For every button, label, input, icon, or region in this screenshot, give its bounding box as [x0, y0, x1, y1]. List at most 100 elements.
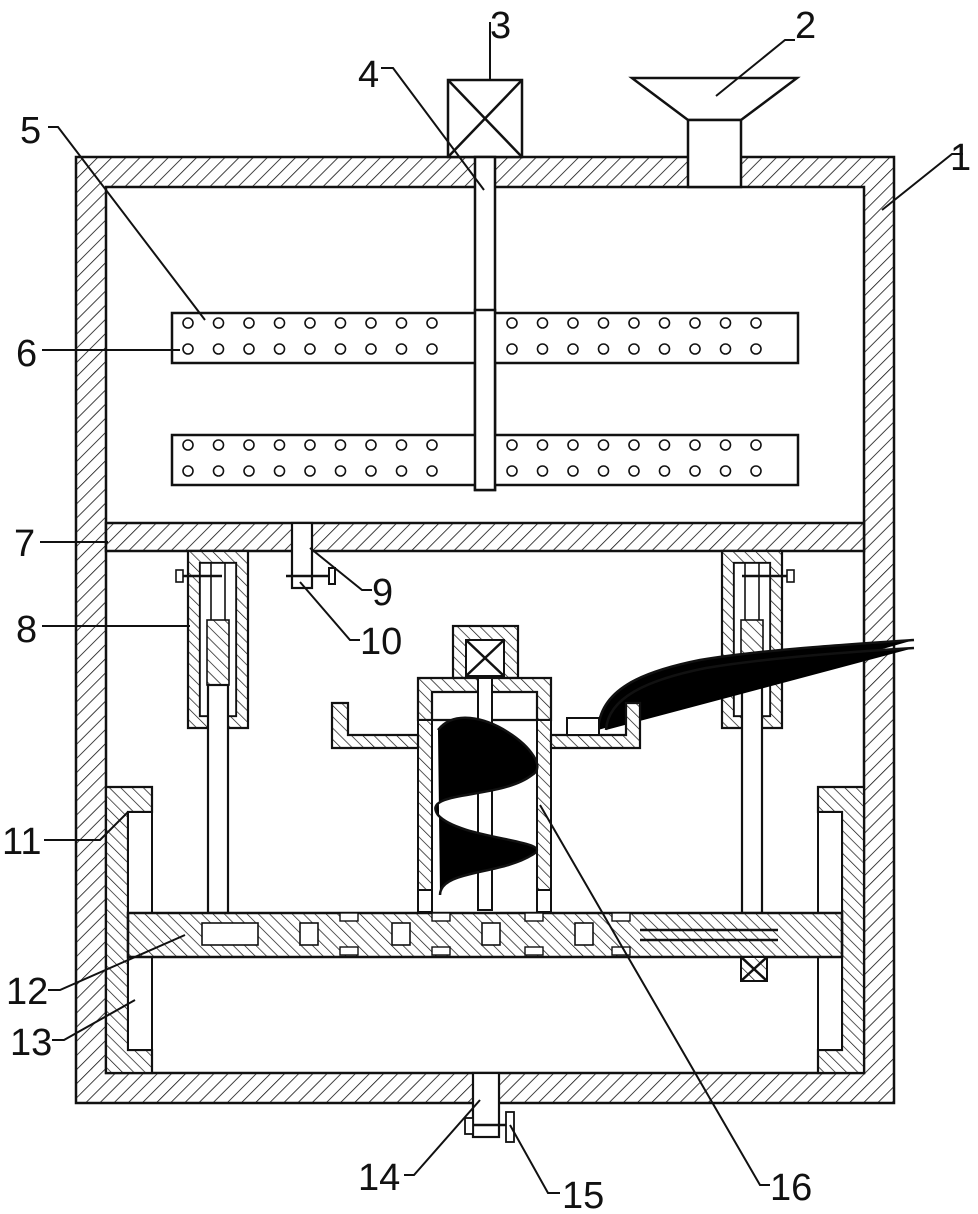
plate-hole	[182, 465, 194, 477]
right-cylinder	[720, 549, 795, 915]
plate-hole	[243, 343, 255, 355]
plate-hole	[628, 465, 640, 477]
callout-10: 10	[360, 621, 402, 663]
plate-hole	[395, 465, 408, 477]
plate-hole	[567, 343, 579, 355]
callout-9: 9	[372, 572, 393, 614]
callout-5: 5	[20, 110, 41, 152]
callout-6: 6	[16, 333, 37, 375]
plate-hole	[506, 465, 518, 477]
sieve-opening-bottom	[431, 946, 451, 956]
plate-hole	[273, 317, 286, 329]
callout-8: 8	[16, 609, 37, 651]
plate-hole	[212, 465, 225, 477]
callout-1: 1	[950, 137, 971, 179]
plate-hole	[426, 439, 438, 451]
plate-hole	[395, 439, 408, 451]
plate-hole	[567, 439, 579, 451]
plate-hole	[567, 465, 579, 477]
callout-3: 3	[490, 5, 511, 47]
screw-conveyor	[330, 624, 642, 913]
left-cylinder	[175, 549, 250, 915]
plate-hole	[365, 439, 377, 451]
plate-hole	[273, 439, 286, 451]
plate-hole	[304, 317, 316, 329]
plate-hole	[719, 343, 732, 355]
plate-hole	[182, 317, 194, 329]
plate-hole	[243, 317, 255, 329]
plate-hole	[597, 439, 610, 451]
callout-2: 2	[795, 5, 816, 47]
callout-16: 16	[770, 1167, 812, 1209]
plate-hole	[334, 343, 347, 355]
plate-hole	[365, 343, 377, 355]
sieve-slot	[201, 922, 259, 946]
plate-hole	[304, 343, 316, 355]
plate-hole	[426, 343, 438, 355]
sieve-slot	[391, 922, 411, 946]
plate-hole	[273, 343, 286, 355]
plate-hole	[426, 317, 438, 329]
top-motor	[446, 78, 524, 159]
partition-outlet	[286, 521, 336, 590]
plate-hole	[212, 343, 225, 355]
sieve-opening-top	[431, 912, 451, 922]
plate-hole	[658, 465, 671, 477]
plate-hole	[506, 439, 518, 451]
plate-hole	[536, 317, 549, 329]
plate-hole	[750, 439, 762, 451]
plate-hole	[628, 317, 640, 329]
callout-14: 14	[358, 1157, 400, 1199]
plate-hole	[689, 439, 701, 451]
plate-hole	[212, 439, 225, 451]
plate-hole	[689, 317, 701, 329]
plate-holes	[182, 317, 762, 477]
plate-hole	[334, 317, 347, 329]
plate-hole	[597, 317, 610, 329]
callout-12: 12	[6, 971, 48, 1013]
sieve-slot	[574, 922, 594, 946]
plate-hole	[506, 317, 518, 329]
plate-hole	[273, 465, 286, 477]
plate-hole	[719, 465, 732, 477]
plate-hole	[182, 343, 194, 355]
sieve-opening-bottom	[339, 946, 359, 956]
plate-hole	[750, 317, 762, 329]
plate-hole	[628, 439, 640, 451]
plate-hole	[334, 465, 347, 477]
plate-hole	[243, 465, 255, 477]
sieve-slot	[481, 922, 501, 946]
plate-hole	[365, 465, 377, 477]
sieve-slot	[299, 922, 319, 946]
callout-7: 7	[14, 523, 35, 565]
plate-hole	[658, 317, 671, 329]
partition-plate	[104, 521, 866, 553]
power-cable	[596, 638, 915, 731]
sieve-opening-bottom	[524, 946, 544, 956]
callout-11: 11	[2, 821, 41, 863]
plate-hole	[628, 343, 640, 355]
plate-hole	[597, 465, 610, 477]
plate-hole	[658, 439, 671, 451]
plate-hole	[304, 439, 316, 451]
plate-hole	[719, 439, 732, 451]
plate-hole	[719, 317, 732, 329]
sieve-plate	[126, 911, 844, 982]
plate-hole	[750, 343, 762, 355]
plate-hole	[536, 439, 549, 451]
plate-hole	[750, 465, 762, 477]
plate-hole	[334, 439, 347, 451]
sieve-opening-bottom	[611, 946, 631, 956]
plate-hole	[243, 439, 255, 451]
bottom-outlet	[464, 1071, 515, 1143]
plate-hole	[506, 343, 518, 355]
sieve-opening-top	[339, 912, 359, 922]
plate-hole	[536, 465, 549, 477]
sieve-opening-top	[611, 912, 631, 922]
callout-4: 4	[358, 54, 379, 96]
plate-hole	[395, 317, 408, 329]
plate-hole	[182, 439, 194, 451]
plate-hole	[597, 343, 610, 355]
plate-hole	[426, 465, 438, 477]
